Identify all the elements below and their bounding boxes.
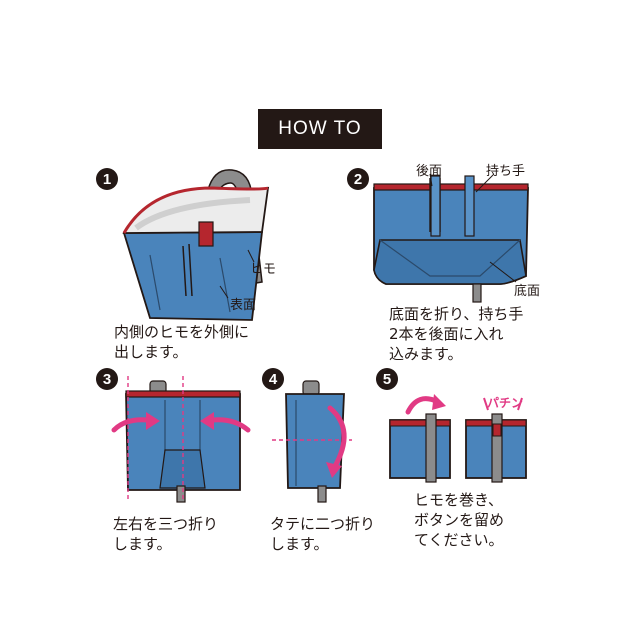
step1-bag-illustration [122, 169, 270, 321]
step5-wrap-illustration [389, 394, 527, 483]
step4-number: 4 [262, 368, 284, 390]
step5-number: 5 [376, 368, 398, 390]
step3-caption: 左右を三つ折り します。 [113, 515, 219, 553]
step2-number: 2 [347, 168, 369, 190]
how-to-title: HOW TO [258, 109, 382, 149]
step3-number: 3 [96, 368, 118, 390]
step4-fold-illustration [272, 380, 352, 503]
step2-label-teimen: 底面 [514, 284, 541, 299]
step1-label-hyomen: 表面 [230, 298, 257, 313]
step3-fold-illustration [111, 376, 251, 503]
step2-caption: 底面を折り、持ち手 2本を後面に入れ 込みます。 [389, 305, 524, 363]
step4-caption: タテに二つ折り します。 [270, 515, 376, 553]
step5-label-pachin: パチン [487, 396, 524, 410]
step1-label-himo: ヒモ [250, 262, 277, 277]
step2-label-mochite: 持ち手 [486, 164, 526, 179]
step5-caption: ヒモを巻き、 ボタンを留め てください。 [414, 491, 505, 549]
step1-caption: 内側のヒモを外側に 出します。 [114, 323, 250, 361]
step2-label-koumen: 後面 [416, 164, 443, 179]
step2-bag-illustration [373, 173, 529, 303]
step1-number: 1 [96, 168, 118, 190]
